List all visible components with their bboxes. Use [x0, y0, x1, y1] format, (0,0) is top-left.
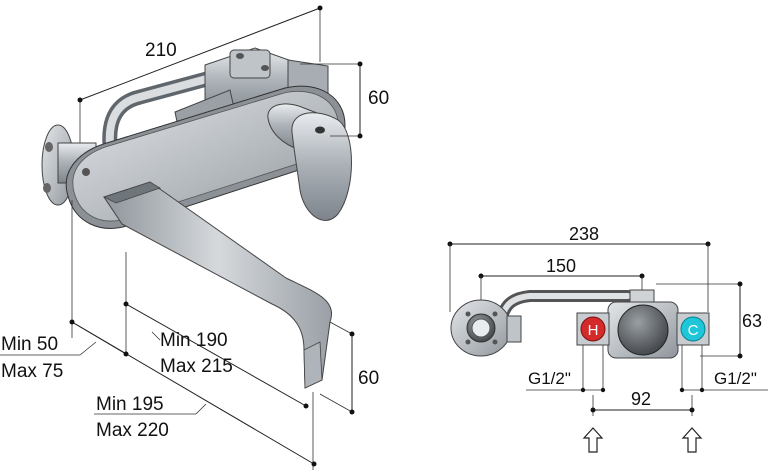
dim-spout-max: Max 215 — [160, 356, 233, 377]
hot-inlet: H — [576, 312, 610, 346]
dim-210-label: 210 — [145, 40, 177, 61]
dimension-spout-60: 60 — [319, 321, 379, 415]
hot-indicator — [580, 316, 606, 342]
dim-238-label: 238 — [569, 224, 599, 244]
spout — [102, 181, 333, 389]
faucet-perspective-view: 210 — [0, 5, 389, 470]
plan-left-flange — [450, 299, 522, 357]
thread-right: G1/2" — [679, 345, 768, 393]
cold-flow-arrow-icon — [681, 427, 703, 453]
mixer-handle — [267, 103, 352, 221]
dimension-238: 238 — [447, 224, 711, 312]
depth-dimensions — [69, 301, 317, 467]
dimension-92: 92 — [590, 389, 695, 416]
thread-right-label: G1/2" — [714, 369, 757, 388]
dim-wall-min: Min 50 — [1, 334, 58, 355]
dim-spout-min: Min 190 — [160, 330, 228, 351]
wall-depth-label: Min 50 Max 75 — [0, 334, 97, 382]
hot-flow-arrow-icon — [582, 427, 604, 453]
dim-total-min: Min 195 — [96, 394, 164, 415]
hot-label: H — [588, 322, 599, 339]
cold-inlet: C — [676, 312, 710, 346]
cold-indicator — [680, 316, 706, 342]
dim-92-label: 92 — [631, 389, 651, 409]
thread-left-label: G1/2" — [528, 369, 571, 388]
spout-reach-label: Min 190 Max 215 — [151, 330, 233, 377]
dim-63-label: 63 — [742, 311, 762, 331]
dim-spout-60-label: 60 — [358, 368, 379, 389]
dim-total-max: Max 220 — [96, 420, 169, 441]
total-reach-label: Min 195 Max 220 — [94, 394, 207, 441]
dimension-handle-60: 60 — [300, 61, 389, 139]
connecting-pipe — [102, 62, 248, 153]
thread-left: G1/2" — [526, 345, 606, 393]
plan-mixer-body — [607, 289, 679, 359]
dim-150-label: 150 — [546, 256, 576, 276]
dimension-210: 210 — [77, 5, 323, 148]
faucet-plan-view: 238 150 — [447, 224, 768, 453]
dim-wall-max: Max 75 — [1, 361, 63, 382]
dimension-63: 63 — [656, 281, 762, 359]
cold-label: C — [688, 322, 699, 339]
dim-handle-60-label: 60 — [368, 88, 389, 109]
